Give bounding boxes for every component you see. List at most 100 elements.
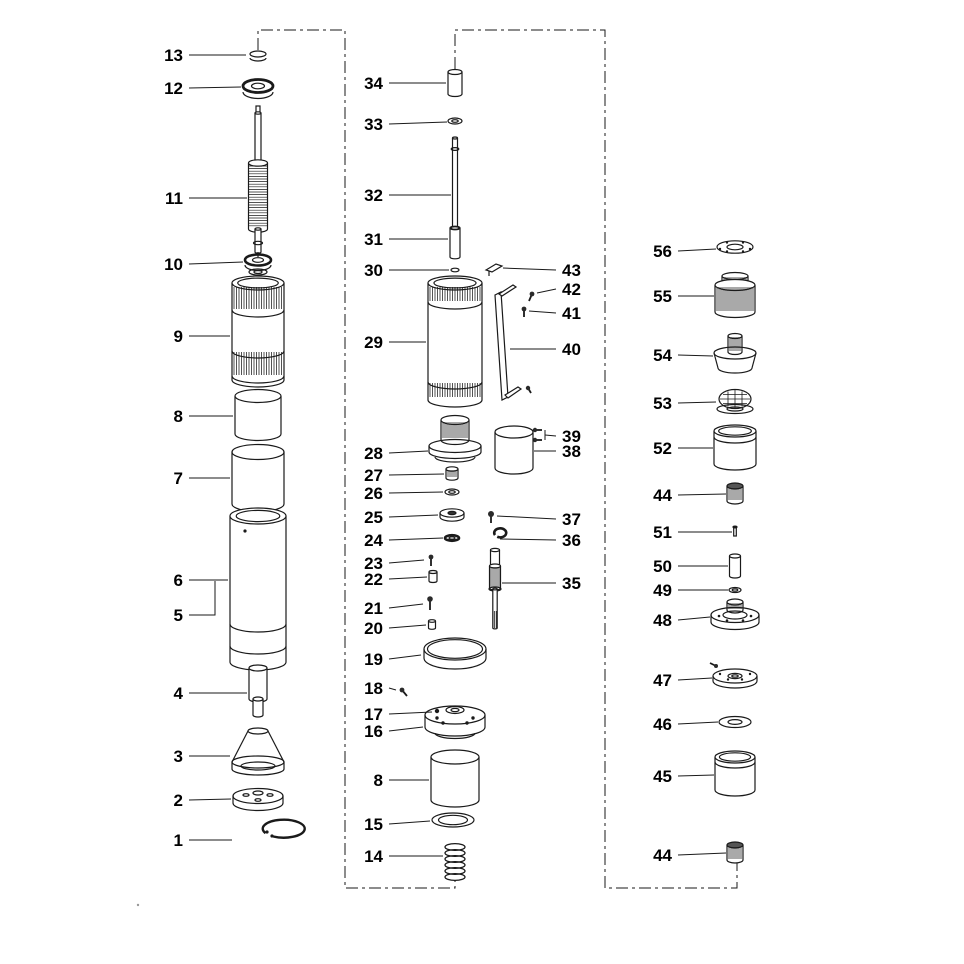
leader-line-45 [677, 774, 715, 777]
part-14-shape [444, 842, 466, 882]
part-label-28: 28 [364, 444, 383, 463]
part-label-21: 21 [364, 599, 383, 618]
part-48-shape [710, 598, 760, 631]
part-label-27: 27 [364, 466, 383, 485]
part-label-39: 39 [562, 427, 581, 446]
leader-line-53 [677, 401, 717, 404]
leader-line-19 [388, 654, 422, 660]
leader-line-42 [536, 288, 557, 294]
leader-line-24 [388, 537, 444, 541]
part-47-shape [709, 662, 758, 689]
part-label-56: 56 [653, 242, 672, 261]
part-46-shape [718, 715, 752, 729]
part-label-32: 32 [364, 186, 383, 205]
leader-line-21 [388, 603, 424, 609]
part-label-23: 23 [364, 554, 383, 573]
part-label-48: 48 [653, 611, 672, 630]
part-label-19: 19 [364, 650, 383, 669]
leader-line-22 [388, 576, 428, 580]
part-label-45: 45 [653, 767, 672, 786]
part-label-30: 30 [364, 261, 383, 280]
part-42-shape [528, 291, 535, 302]
part-51-shape [732, 525, 738, 537]
part-49-shape [728, 586, 742, 594]
part-label-12: 12 [164, 79, 183, 98]
part-label-10: 10 [164, 255, 183, 274]
phantom-line [454, 29, 738, 889]
part-30-shape [450, 267, 460, 273]
part-label-55: 55 [653, 287, 672, 306]
leader-line-47 [677, 677, 713, 681]
leader-line-44b [677, 852, 727, 856]
part-label-17: 17 [364, 705, 383, 724]
part-4-shape [248, 664, 268, 718]
part-11-shape [247, 105, 269, 257]
leader-line-36 [499, 538, 557, 541]
part-label-49: 49 [653, 581, 672, 600]
part-27-shape [445, 466, 459, 481]
leader-line-48 [677, 616, 711, 621]
part-label-24: 24 [364, 531, 383, 550]
leader-line-12 [188, 86, 242, 89]
leader-line-37 [496, 515, 557, 520]
part-label-18: 18 [364, 679, 383, 698]
part-label-11: 11 [165, 189, 183, 208]
part-20-shape [427, 619, 437, 630]
part-label-22: 22 [364, 570, 383, 589]
part-label-54: 54 [653, 346, 672, 365]
leader-line-20 [388, 624, 427, 629]
part-label-44a: 44 [653, 486, 672, 505]
part-35-shape [488, 547, 502, 630]
part-43-shape [484, 263, 504, 276]
leader-line-25 [388, 514, 439, 518]
part-37-shape [488, 511, 494, 523]
part-label-52: 52 [653, 439, 672, 458]
part-38-shape [494, 425, 534, 475]
leader-line-33 [388, 121, 448, 125]
leader-line-41 [528, 310, 557, 314]
part-25-shape [439, 508, 465, 522]
part-15-shape [431, 812, 475, 828]
part-52-shape [713, 424, 757, 471]
leader-line-16 [388, 726, 424, 732]
part-label-35: 35 [562, 574, 581, 593]
part-31-shape [449, 225, 461, 260]
leader-line-28 [388, 450, 429, 454]
part-label-47: 47 [653, 671, 672, 690]
part-label-43: 43 [562, 261, 581, 280]
part-label-14: 14 [364, 847, 383, 866]
part-label-9: 9 [174, 327, 183, 346]
leader-line-44a [677, 493, 727, 496]
part-label-13: 13 [164, 46, 183, 65]
part-41-shape [521, 306, 527, 317]
part-18-shape [399, 687, 408, 697]
part-label-38: 38 [562, 442, 581, 461]
leader-line-23 [388, 559, 425, 564]
part-24-shape [443, 533, 461, 543]
part-label-40: 40 [562, 340, 581, 359]
part-36-shape [492, 527, 508, 539]
leader-line-10 [188, 261, 244, 265]
part-label-15: 15 [364, 815, 383, 834]
part-50-shape [728, 553, 742, 579]
part-label-26: 26 [364, 484, 383, 503]
part-3-shape [231, 727, 285, 776]
part-label-25: 25 [364, 508, 383, 527]
leader-line-26 [388, 491, 444, 494]
part-40-shape [494, 284, 532, 401]
part-28-shape [428, 414, 482, 463]
part-label-20: 20 [364, 619, 383, 638]
leader-line-5 [189, 581, 216, 616]
part-label-41: 41 [562, 304, 581, 323]
part-label-5: 5 [174, 606, 183, 625]
part-label-42: 42 [562, 280, 581, 299]
part-45-shape [714, 750, 756, 797]
leader-line-27 [388, 473, 445, 476]
leader-line-18 [388, 687, 397, 691]
part-label-31: 31 [364, 230, 383, 249]
leader-line-46 [677, 721, 719, 725]
part-label-29: 29 [364, 333, 383, 352]
part-34-shape [447, 68, 463, 98]
part-44b-shape [726, 841, 744, 864]
phantom-line [257, 29, 456, 889]
